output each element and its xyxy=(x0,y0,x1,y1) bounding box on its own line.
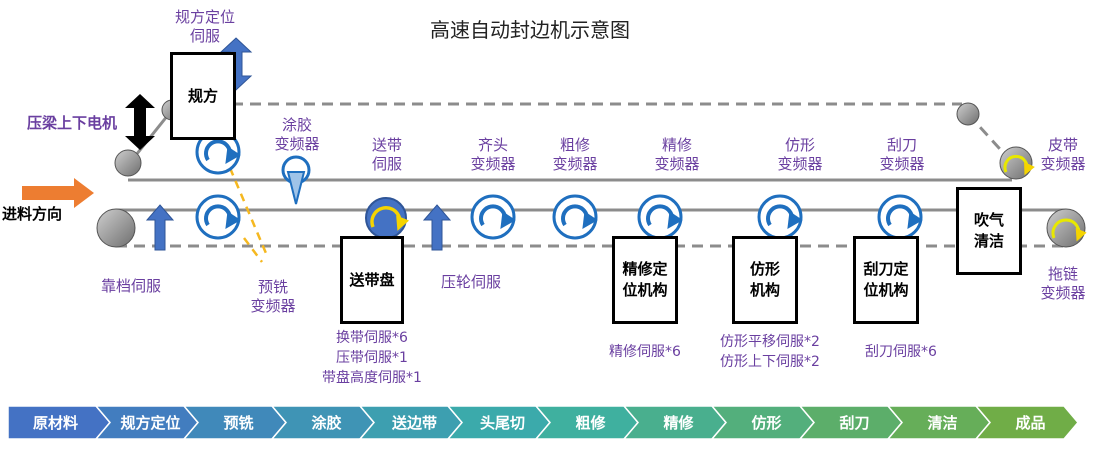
fine-trim-annotation: 精修伺服*6 xyxy=(609,344,681,360)
fence-servo-arrow xyxy=(145,204,175,251)
stage-label: 成品 xyxy=(1015,414,1046,432)
premill-motor-icon xyxy=(195,194,241,240)
stage-label: 仿形 xyxy=(751,414,782,432)
scraper-annotation: 刮刀伺服*6 xyxy=(865,344,937,360)
press-beam-motor-label: 压梁上下电机 xyxy=(26,114,117,132)
roller-chain-left xyxy=(96,208,136,248)
stage-label: 原材料 xyxy=(32,414,78,432)
chain-drive-roller xyxy=(1046,208,1087,248)
fine-trim-motor-icon xyxy=(637,194,683,240)
rough-trim-inverter-label: 粗修 变频器 xyxy=(552,136,598,173)
stage-label: 涂胶 xyxy=(311,414,342,432)
fence-servo-label: 靠档伺服 xyxy=(100,277,161,295)
scraper-mechanism-box: 刮刀定 位机构 xyxy=(853,236,919,324)
stage-label: 刮刀 xyxy=(839,414,870,432)
profile-annotation: 仿形平移伺服*2 仿形上下伺服*2 xyxy=(720,334,820,370)
end-trim-motor-icon xyxy=(470,194,516,240)
belt-servo-motor xyxy=(365,197,410,239)
stage-label: 清洁 xyxy=(927,414,958,432)
rough-trim-motor-icon xyxy=(552,194,598,240)
stage-label: 送边带 xyxy=(391,414,437,432)
stage-label: 精修 xyxy=(663,414,694,432)
diagram-title: 高速自动封边机示意图 xyxy=(430,18,630,42)
glue-nozzle xyxy=(281,155,311,205)
press-wheel-servo-arrow xyxy=(422,204,452,251)
fine-trim-inverter-label: 精修 变频器 xyxy=(654,136,700,173)
belt-inverter-label: 皮带 变频器 xyxy=(1040,136,1086,173)
belt-reel-box: 送带盘 xyxy=(340,236,404,324)
belt-servo-label: 送带 伺服 xyxy=(371,136,402,173)
end-trim-inverter-label: 齐头 变频器 xyxy=(470,136,516,173)
feed-direction-arrow xyxy=(22,178,94,208)
premill-inverter-label: 预铣 变频器 xyxy=(250,278,296,315)
premill-dashed-line xyxy=(228,167,270,263)
scraper-motor-icon xyxy=(877,194,923,240)
stage-label: 规方定位 xyxy=(120,414,181,432)
profile-inverter-label: 仿形 变频器 xyxy=(777,136,823,173)
fine-trim-mechanism-box: 精修定 位机构 xyxy=(612,236,678,324)
roller-upper-left xyxy=(114,149,142,177)
scraper-inverter-label: 刮刀 变频器 xyxy=(879,136,925,173)
guide-servo-label: 规方定位 伺服 xyxy=(174,8,235,45)
roller-upper-right xyxy=(956,102,980,126)
glue-inverter-label: 涂胶 变频器 xyxy=(274,116,320,153)
feed-direction-label: 进料方向 xyxy=(2,205,63,223)
stage-label: 头尾切 xyxy=(479,414,525,432)
press-beam-motor-arrow xyxy=(125,94,155,150)
belt-reel-annotation: 换带伺服*6 压带伺服*1 带盘高度伺服*1 xyxy=(322,330,422,386)
stage-label: 预铣 xyxy=(223,414,254,432)
blow-clean-box: 吹气 清洁 xyxy=(956,187,1022,275)
guide-box: 规方 xyxy=(170,52,236,140)
press-wheel-servo-label: 压轮伺服 xyxy=(440,273,501,291)
profile-mechanism-box: 仿形 机构 xyxy=(732,236,798,324)
stage-label: 粗修 xyxy=(575,414,606,432)
belt-drive-roller xyxy=(999,146,1035,180)
profile-motor-icon xyxy=(757,194,803,240)
chain-inverter-label: 拖链 变频器 xyxy=(1040,265,1086,302)
